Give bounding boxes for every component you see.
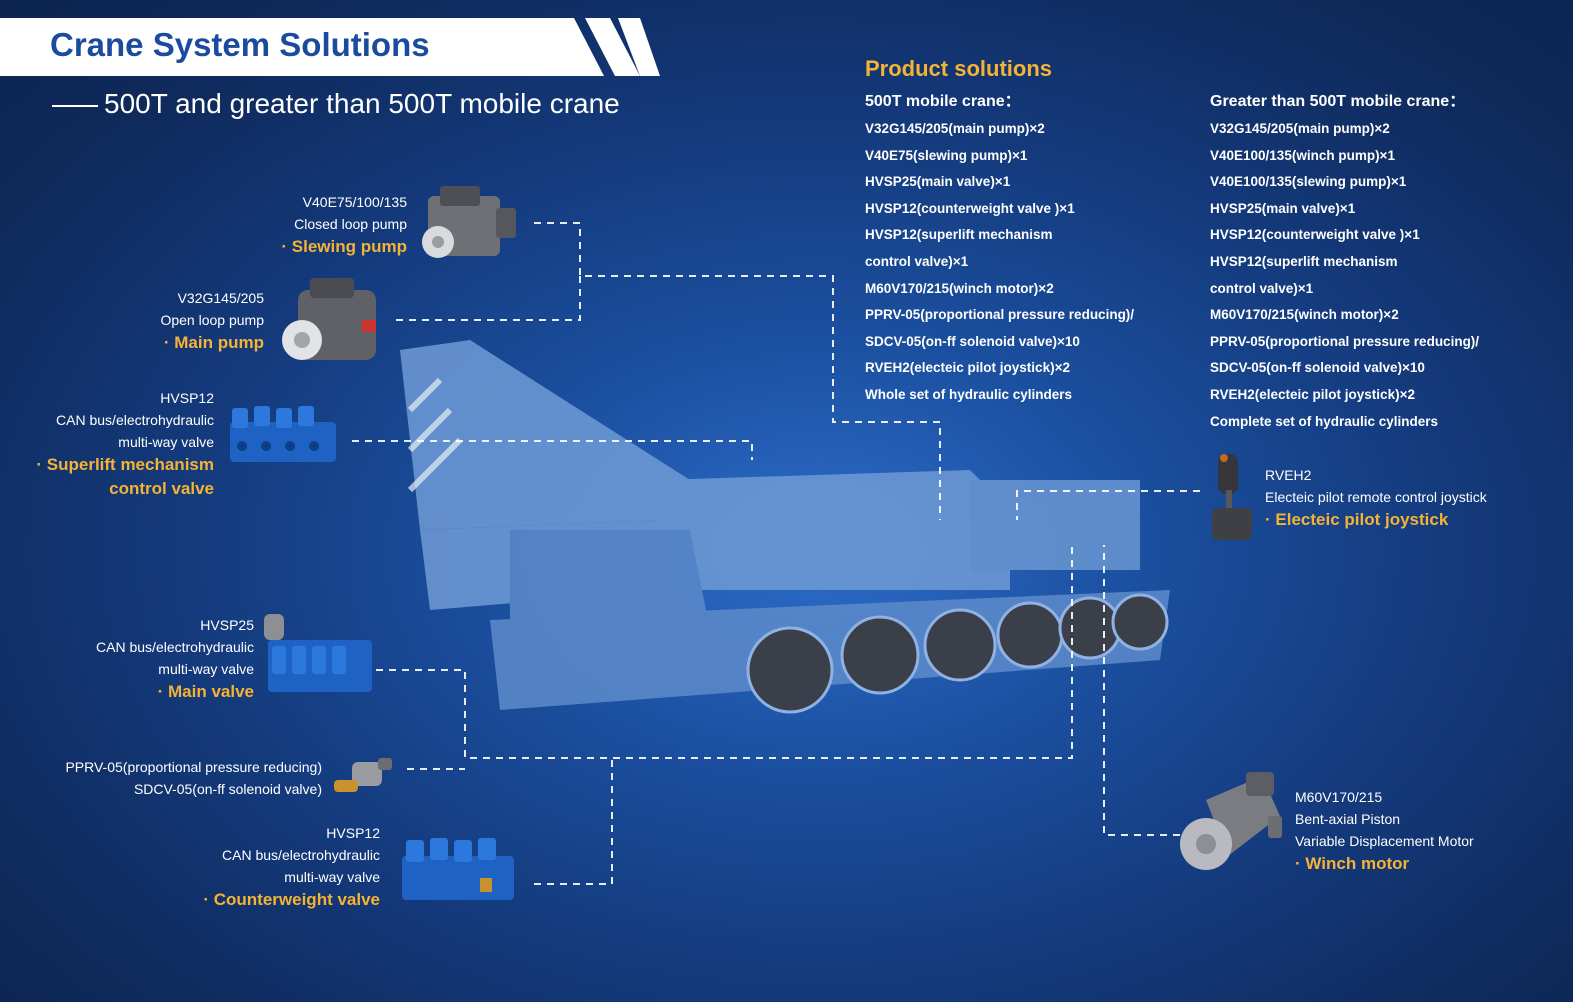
superlift-desc2: multi-way valve: [118, 434, 214, 450]
product-list-item: HVSP12(counterweight valve )×1: [865, 200, 1075, 216]
main-valve-desc1: CAN bus/electrohydraulic: [96, 639, 254, 655]
product-list-item: V32G145/205(main pump)×2: [865, 121, 1045, 136]
subtitle-dash: [52, 104, 98, 107]
counterweight-name: · Counterweight valve: [203, 890, 380, 909]
product-list-item: control valve)×1: [1210, 280, 1314, 296]
header-banner: [0, 18, 660, 76]
main-valve-icon: [264, 614, 372, 692]
superlift-valve-icon: [230, 406, 336, 462]
product-list-item: V32G145/205(main pump)×2: [1210, 121, 1390, 136]
superlift-name2: control valve: [109, 479, 214, 498]
counterweight-desc2: multi-way valve: [284, 869, 380, 885]
page-title: Crane System Solutions: [50, 26, 430, 63]
product-list-500t-heading: 500T mobile crane：: [865, 93, 1021, 110]
main-pump-name: · Main pump: [163, 333, 264, 352]
product-list-item: V40E75(slewing pump)×1: [865, 147, 1028, 163]
superlift-desc1: CAN bus/electrohydraulic: [56, 412, 214, 428]
slewing-pump-model: V40E75/100/135: [302, 194, 407, 210]
solenoid-valve-icon: [334, 758, 392, 792]
page-subtitle: 500T and greater than 500T mobile crane: [52, 88, 620, 120]
joystick-model: RVEH2: [1265, 467, 1312, 483]
counterweight-valve-icon: [402, 838, 514, 900]
callout-superlift-valve: HVSP12 CAN bus/electrohydraulic multi-wa…: [20, 387, 214, 501]
joystick-icon: [1212, 454, 1252, 540]
main-valve-name: · Main valve: [157, 682, 254, 701]
superlift-model: HVSP12: [160, 390, 214, 406]
pprv-line2: SDCV-05(on-ff solenoid valve): [133, 781, 322, 797]
product-list-item: RVEH2(electeic pilot joystick)×2: [1210, 386, 1415, 402]
joystick-name: · Electeic pilot joystick: [1265, 510, 1449, 529]
counterweight-desc1: CAN bus/electrohydraulic: [222, 847, 380, 863]
product-list-item: M60V170/215(winch motor)×2: [1210, 307, 1399, 323]
product-list-item: SDCV-05(on-ff solenoid valve)×10: [865, 333, 1080, 349]
callout-winch-motor: M60V170/215 Bent-axial Piston Variable D…: [1295, 786, 1535, 876]
product-list-item: PPRV-05(proportional pressure reducing)/: [1210, 333, 1480, 349]
winch-motor-model: M60V170/215: [1295, 789, 1383, 805]
winch-motor-icon: [1180, 772, 1282, 870]
product-list-item: SDCV-05(on-ff solenoid valve)×10: [1210, 360, 1425, 376]
main-valve-model: HVSP25: [200, 617, 254, 633]
callout-solenoid-valve: PPRV-05(proportional pressure reducing) …: [40, 756, 322, 800]
product-list-item: HVSP25(main valve)×1: [1210, 200, 1356, 216]
product-list-item: control valve)×1: [865, 253, 969, 269]
product-list-item: HVSP12(superlift mechanism: [1210, 253, 1398, 269]
mobile-crane-illustration: [400, 340, 1170, 714]
callout-main-valve: HVSP25 CAN bus/electrohydraulic multi-wa…: [60, 614, 254, 704]
callout-counterweight-valve: HVSP12 CAN bus/electrohydraulic multi-wa…: [180, 822, 380, 912]
main-valve-desc2: multi-way valve: [158, 661, 254, 677]
pprv-line1: PPRV-05(proportional pressure reducing): [65, 759, 322, 775]
main-pump-desc: Open loop pump: [160, 312, 264, 328]
winch-motor-desc2: Variable Displacement Motor: [1295, 833, 1474, 849]
slewing-pump-name: · Slewing pump: [281, 237, 407, 256]
joystick-desc: Electeic pilot remote control joystick: [1265, 489, 1487, 505]
callout-joystick: RVEH2 Electeic pilot remote control joys…: [1265, 464, 1555, 532]
product-list-item: PPRV-05(proportional pressure reducing)/: [865, 307, 1135, 323]
counterweight-model: HVSP12: [326, 825, 380, 841]
product-list-item: V40E100/135(winch pump)×1: [1210, 147, 1395, 163]
slewing-pump-icon: [422, 186, 516, 258]
product-list-item: Whole set of hydraulic cylinders: [865, 386, 1073, 402]
product-list-greater-heading: Greater than 500T mobile crane：: [1210, 93, 1466, 110]
product-list-item: RVEH2(electeic pilot joystick)×2: [865, 360, 1070, 376]
product-list-item: Complete set of hydraulic cylinders: [1210, 413, 1439, 429]
winch-motor-desc1: Bent-axial Piston: [1295, 811, 1401, 827]
product-list-item: HVSP12(counterweight valve )×1: [1210, 227, 1420, 243]
product-list-item: HVSP25(main valve)×1: [865, 174, 1011, 190]
subtitle-text: 500T and greater than 500T mobile crane: [104, 88, 620, 119]
product-list-500t: 500T mobile crane： V32G145/205(main pump…: [865, 88, 1134, 409]
product-list-item: V40E100/135(slewing pump)×1: [1210, 174, 1407, 190]
product-solutions-title: Product solutions: [865, 56, 1052, 81]
callout-slewing-pump: V40E75/100/135 Closed loop pump · Slewin…: [240, 191, 407, 259]
main-pump-model: V32G145/205: [177, 290, 264, 306]
superlift-name1: · Superlift mechanism: [36, 455, 214, 474]
product-list-item: M60V170/215(winch motor)×2: [865, 280, 1054, 296]
main-pump-icon: [282, 278, 376, 360]
callout-main-pump: V32G145/205 Open loop pump · Main pump: [110, 287, 264, 355]
product-list-item: HVSP12(superlift mechanism: [865, 227, 1053, 243]
product-list-greater: Greater than 500T mobile crane： V32G145/…: [1210, 88, 1479, 435]
slewing-pump-desc: Closed loop pump: [294, 216, 407, 232]
winch-motor-name: · Winch motor: [1295, 854, 1410, 873]
